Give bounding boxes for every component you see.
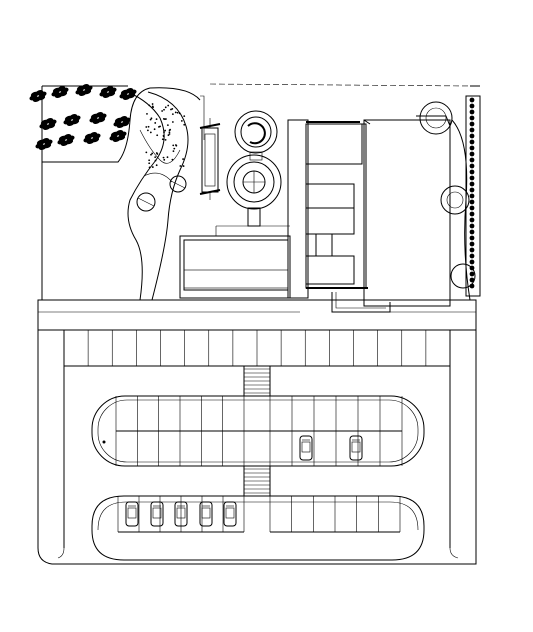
parking-lot [37,299,477,565]
planter-circle [136,192,156,212]
tree-icon [75,83,93,97]
tree-icon [29,89,47,103]
crosswalk [243,465,271,497]
parked-car-icon [299,435,313,461]
round-planters [136,175,187,212]
planter-circle [419,101,453,135]
top-row-stalls [63,330,451,366]
parked-car-icon [174,501,188,527]
tree-icon [119,87,137,101]
tree-icon [109,129,127,143]
planter-circle [440,185,470,215]
planting-texture [145,103,186,169]
planter-circle [169,175,187,193]
fountain-upper [234,110,278,161]
parked-car-icon [349,435,363,461]
pergola [199,118,221,200]
crosswalk [243,365,271,397]
tree-icon [51,85,69,99]
fountain-lower [226,154,282,227]
parked-car-icon [125,501,139,527]
site-boundary [41,83,480,300]
tree-icon [83,131,101,145]
parked-car-icon [199,501,213,527]
tree-icon [63,113,81,127]
tree-icon [99,85,117,99]
parking-island-lower [91,495,425,561]
east-landscape [419,95,481,301]
tree-icon [113,115,131,129]
tree-icon [57,133,75,147]
building [179,115,451,313]
parked-car-icon [223,501,237,527]
tree-icon [89,111,107,125]
parked-car-icon [150,501,164,527]
tree-icon [35,137,53,151]
tree-cluster [29,83,137,151]
landscape-pathway [42,87,205,301]
tree-icon [39,117,57,131]
parking-island-upper [91,395,425,467]
